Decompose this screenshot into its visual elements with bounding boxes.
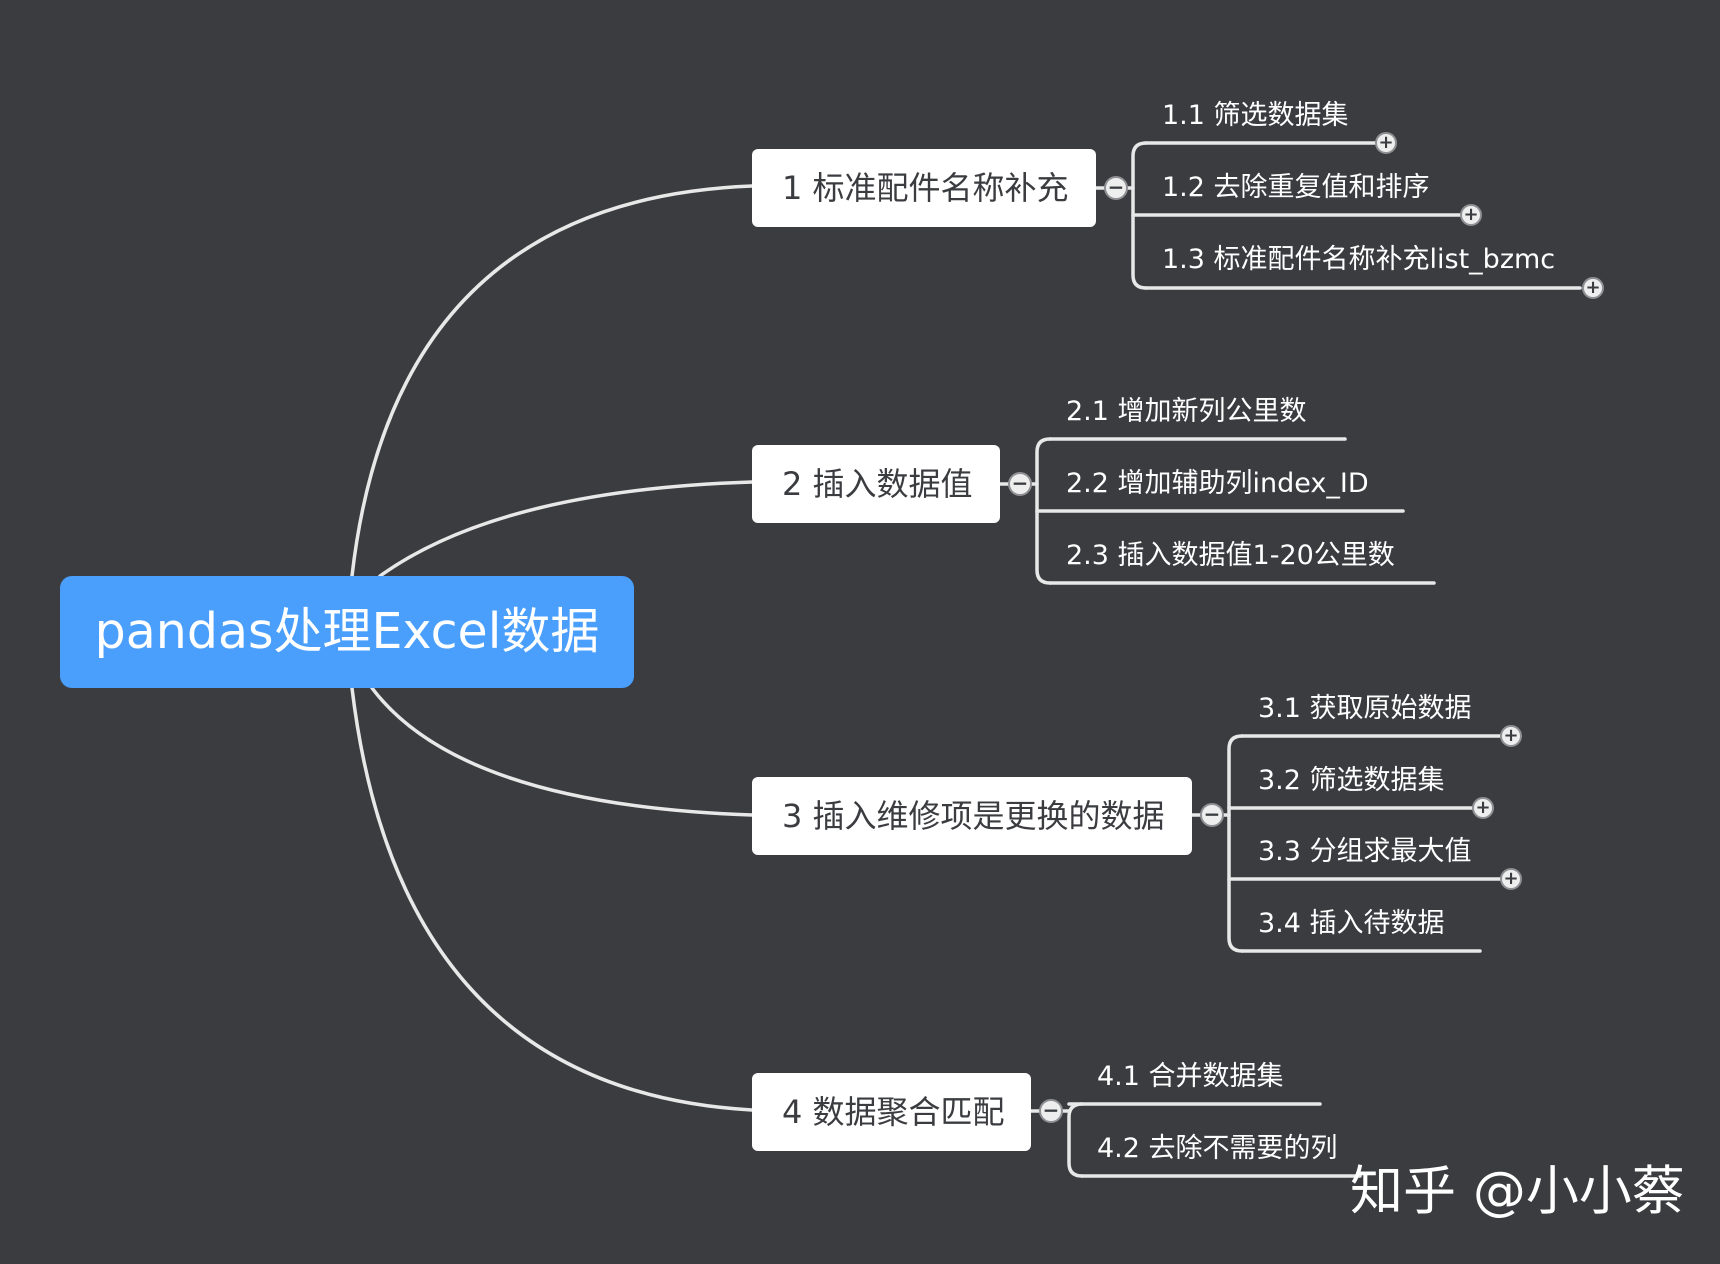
collapse-minus-icon[interactable]: − [1200, 803, 1224, 827]
expand-plus-icon[interactable]: + [1375, 132, 1397, 154]
topic-2-1[interactable]: 2.1 增加新列公里数 [1066, 396, 1307, 427]
topic-1-2[interactable]: 1.2 去除重复值和排序 [1162, 172, 1430, 203]
link-branch-4-spine [1067, 1102, 1084, 1178]
link-branch-3-spine [1227, 734, 1244, 953]
link-root-branch-3 [370, 686, 754, 817]
expand-plus-icon[interactable]: + [1472, 797, 1494, 819]
watermark: 知乎 @小小蔡 [1350, 1161, 1685, 1222]
collapse-minus-icon[interactable]: − [1008, 472, 1032, 496]
topic-1-3[interactable]: 1.3 标准配件名称补充list_bzmc [1162, 244, 1556, 275]
link-root-branch-1 [350, 184, 754, 578]
branch-node-4[interactable]: 4 数据聚合匹配 [752, 1073, 1031, 1151]
branch-node-2[interactable]: 2 插入数据值 [752, 445, 1000, 523]
topic-4-2[interactable]: 4.2 去除不需要的列 [1097, 1133, 1338, 1164]
root-node[interactable]: pandas处理Excel数据 [60, 576, 634, 688]
topic-3-1[interactable]: 3.1 获取原始数据 [1258, 693, 1472, 724]
link-root-branch-2 [378, 480, 754, 578]
topic-2-3[interactable]: 2.3 插入数据值1-20公里数 [1066, 540, 1395, 571]
expand-plus-icon[interactable]: + [1582, 277, 1604, 299]
topic-4-1[interactable]: 4.1 合并数据集 [1097, 1061, 1284, 1092]
topic-3-3[interactable]: 3.3 分组求最大值 [1258, 836, 1472, 867]
topic-3-4[interactable]: 3.4 插入待数据 [1258, 908, 1445, 939]
collapse-minus-icon[interactable]: − [1039, 1099, 1063, 1123]
expand-plus-icon[interactable]: + [1500, 725, 1522, 747]
link-root-branch-4 [350, 686, 754, 1112]
topic-2-2[interactable]: 2.2 增加辅助列index_ID [1066, 468, 1369, 499]
branch-node-1[interactable]: 1 标准配件名称补充 [752, 149, 1096, 227]
branch-node-3[interactable]: 3 插入维修项是更换的数据 [752, 777, 1192, 855]
expand-plus-icon[interactable]: + [1460, 204, 1482, 226]
expand-plus-icon[interactable]: + [1500, 868, 1522, 890]
collapse-minus-icon[interactable]: − [1104, 176, 1128, 200]
topic-3-2[interactable]: 3.2 筛选数据集 [1258, 765, 1445, 796]
topic-1-1[interactable]: 1.1 筛选数据集 [1162, 100, 1349, 131]
